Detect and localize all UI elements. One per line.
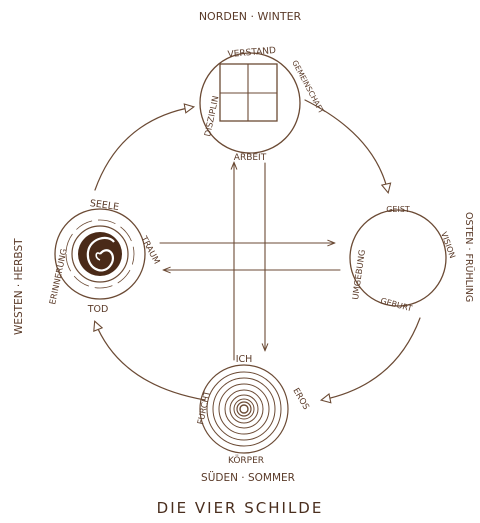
north-word-bottom: ARBEIT [234, 153, 267, 163]
south-heading: SÜDEN · SOMMER [201, 471, 295, 484]
south-word-left: FURCHT [196, 389, 213, 425]
west-shield: SEELE TRAUM ERINNERUNG TOD WESTEN · HERB… [13, 198, 161, 335]
east-shield: GEIST VISION UMGEBUNG GEBURT OSTEN · FRÜ… [350, 205, 474, 313]
south-word-bottom: KÖRPER [228, 455, 264, 466]
inner-arrows [160, 163, 340, 360]
east-word-top: GEIST [386, 205, 410, 214]
spiral-icon [66, 220, 134, 288]
east-heading: OSTEN · FRÜHLING [463, 212, 474, 302]
arc-south-to-west [95, 322, 205, 400]
west-word-top: SEELE [89, 198, 120, 213]
west-word-right: TRAUM [138, 234, 161, 266]
north-heading: NORDEN · WINTER [199, 10, 302, 23]
west-word-left: ERINNERUNG [48, 248, 70, 306]
north-word-right: GEMEINSCHAFT [290, 59, 326, 116]
south-word-top: ICH [236, 354, 253, 365]
arc-east-to-south [322, 318, 420, 400]
concentric-rings-icon [200, 365, 288, 453]
west-word-bottom: TOD [87, 304, 109, 315]
south-shield: ICH EROS FURCHT KÖRPER SÜDEN · SOMMER [196, 354, 311, 484]
east-word-right: VISION [439, 231, 457, 260]
west-heading: WESTEN · HERBST [13, 238, 25, 335]
north-word-left: DISZIPLIN [203, 95, 221, 138]
south-word-right: EROS [290, 387, 310, 412]
east-word-bottom: GEBURT [379, 296, 413, 313]
arc-west-to-north [95, 107, 193, 190]
north-shield: NORDEN · WINTER VERSTAND GEMEINSCHAFT DI… [199, 10, 326, 163]
north-word-top: VERSTAND [227, 46, 276, 60]
cycle-arcs [95, 100, 420, 400]
diagram-title: DIE VIER SCHILDE [157, 499, 324, 517]
